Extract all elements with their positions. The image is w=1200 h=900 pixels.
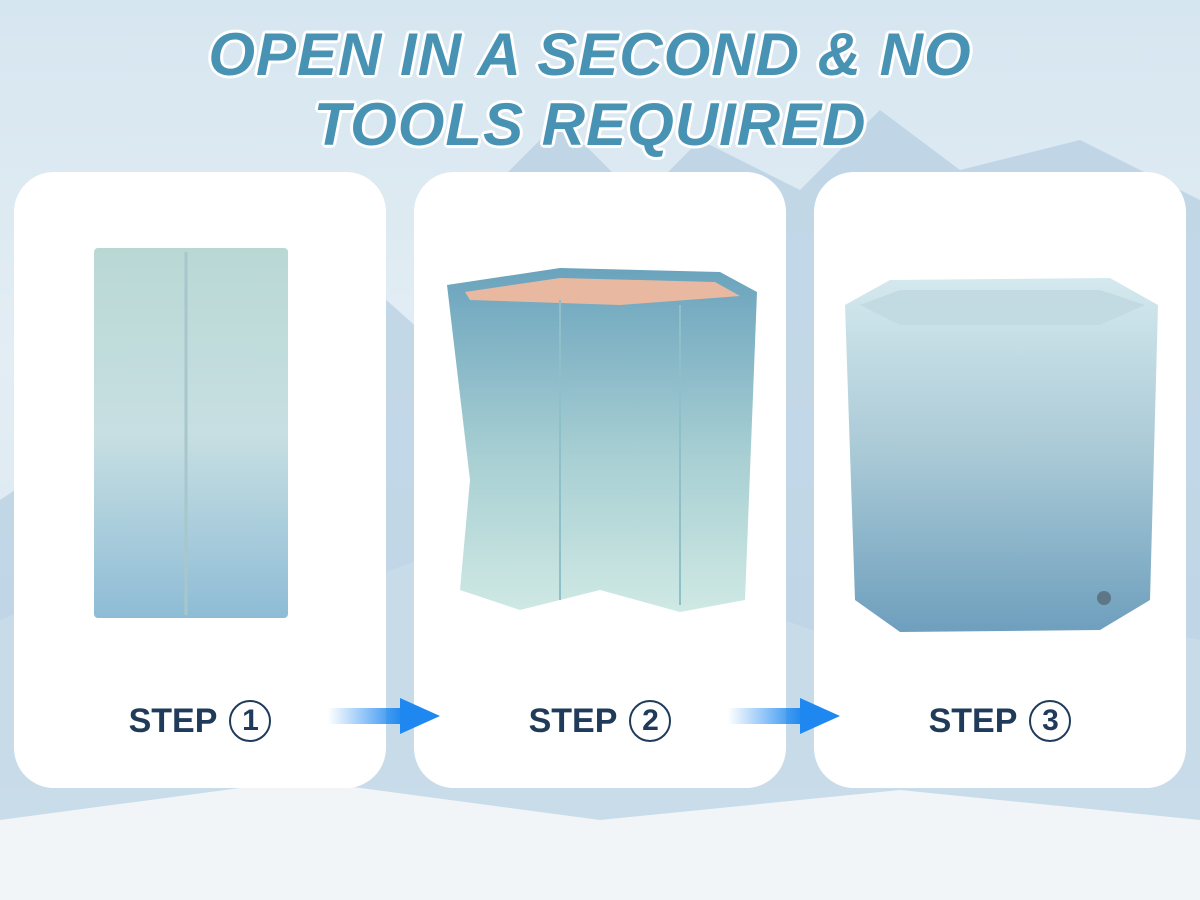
step-1-label: STEP 1 xyxy=(14,700,386,742)
step-text: STEP xyxy=(128,701,218,740)
arrow-right-icon xyxy=(728,698,840,734)
step-number-badge: 2 xyxy=(629,700,672,742)
folded-bag-image xyxy=(94,248,288,618)
step-3-label: STEP 3 xyxy=(814,700,1186,742)
star-tub-image xyxy=(447,268,757,612)
step-text: STEP xyxy=(928,701,1018,740)
step-text: STEP xyxy=(528,701,618,740)
arrow-right-icon xyxy=(328,698,440,734)
step-number-badge: 3 xyxy=(1029,700,1072,742)
headline-line-2: TOOLS REQUIRED xyxy=(313,91,867,158)
step-number-badge: 1 xyxy=(229,700,272,742)
step-2-label: STEP 2 xyxy=(414,700,786,742)
headline-line-1: OPEN IN A SECOND & NO xyxy=(208,21,972,88)
octagon-tub-image xyxy=(845,278,1158,632)
